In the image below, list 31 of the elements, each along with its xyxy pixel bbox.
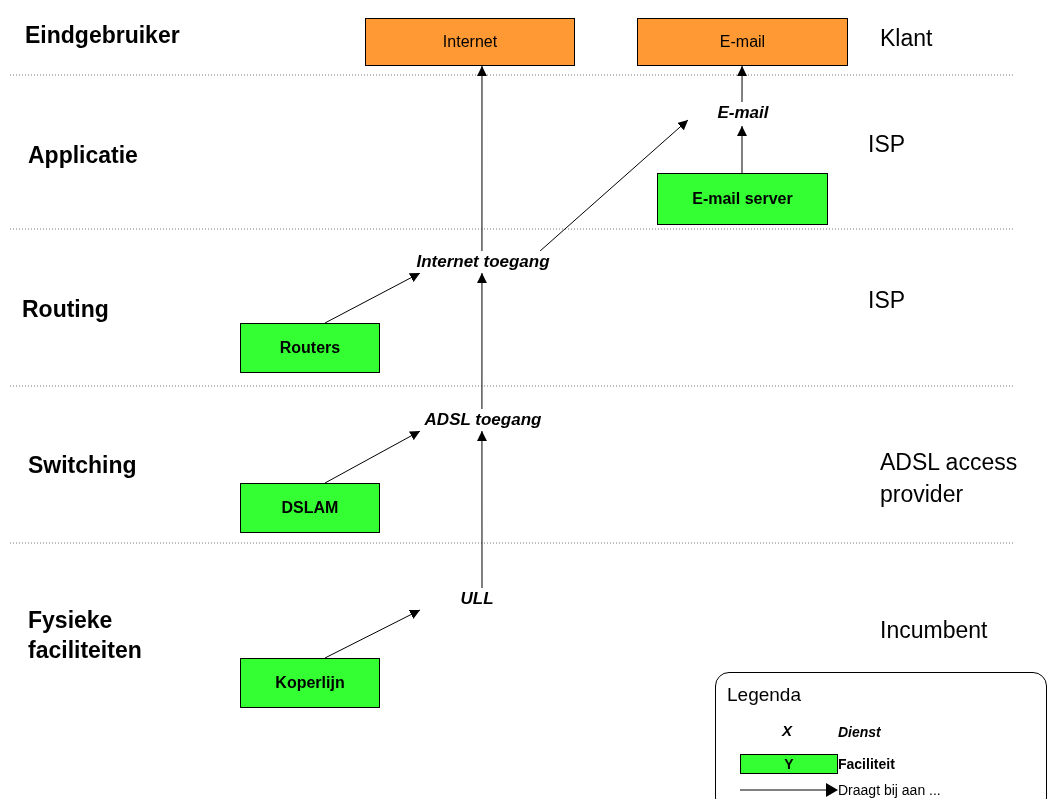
arrow: [324, 272, 421, 324]
facility-box: E-mail server: [657, 173, 828, 225]
facility-box: DSLAM: [240, 483, 380, 533]
provider-name: ISP: [868, 130, 906, 159]
legend-text: Faciliteit: [838, 755, 895, 774]
arrow: [324, 430, 421, 484]
layer-name: Eindgebruiker: [25, 21, 180, 50]
legend-text: Draagt bij aan ...: [838, 781, 941, 799]
arrow: [476, 430, 487, 589]
layer-name: Switching: [28, 451, 137, 480]
provider-name: ADSL access provider: [880, 448, 1019, 509]
facility-box: Koperlijn: [240, 658, 380, 708]
provider-name: Klant: [880, 24, 933, 53]
provider-name: ISP: [868, 286, 906, 315]
arrow: [324, 609, 421, 659]
arrow: [539, 119, 689, 252]
legend-swatch: Y: [740, 754, 838, 774]
arrow: [737, 125, 747, 174]
legend-text: Dienst: [838, 723, 881, 742]
arrow: [737, 65, 748, 103]
user-service-box: Internet: [365, 18, 575, 66]
provider-name: Incumbent: [880, 616, 988, 645]
legend-title: Legenda: [727, 684, 801, 706]
arrow: [476, 65, 487, 252]
arrow: [476, 272, 487, 410]
layer-name: Routing: [22, 295, 109, 324]
layer-name: Fysieke faciliteiten: [28, 606, 143, 665]
legend-symbol: X: [782, 722, 792, 739]
facility-box: Routers: [240, 323, 380, 373]
user-service-box: E-mail: [637, 18, 848, 66]
layer-name: Applicatie: [28, 141, 138, 170]
